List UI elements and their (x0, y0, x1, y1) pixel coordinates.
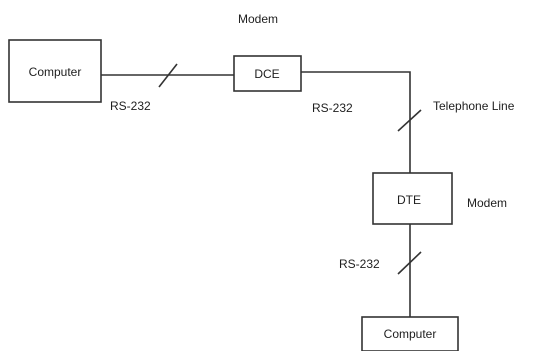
modem-right-label: Modem (467, 196, 507, 210)
modem-top-label: Modem (238, 12, 278, 26)
rs232-middle-label: RS-232 (312, 101, 353, 115)
rs232-left-label: RS-232 (110, 99, 151, 113)
computer-bottom-label: Computer (384, 327, 437, 341)
dce-label: DCE (254, 67, 279, 81)
telephone-line-label: Telephone Line (433, 99, 515, 113)
rs232-bottom-label: RS-232 (339, 257, 380, 271)
telephone-line (301, 72, 410, 173)
computer-left-label: Computer (29, 65, 82, 79)
dte-label: DTE (397, 193, 421, 207)
